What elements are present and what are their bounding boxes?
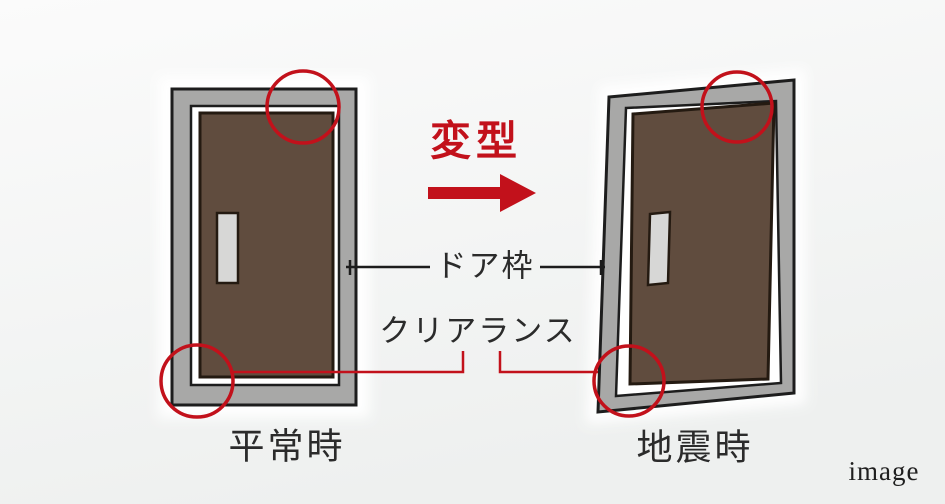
leader-line-left [230, 351, 465, 374]
highlight-circle-left-bottom [159, 343, 235, 419]
door-handle [215, 211, 240, 285]
leader-line-right [498, 351, 598, 374]
doorframe-leader [346, 260, 605, 275]
deformation-arrow-icon [428, 174, 536, 212]
highlight-circle-left-top [265, 69, 341, 145]
highlight-circle-right-bottom [592, 344, 666, 418]
earthquake-state-caption: 地震時 [636, 427, 753, 468]
clearance-label: クリアランス [379, 314, 576, 349]
door-handle [646, 210, 672, 287]
deformation-label: 変型 [430, 118, 522, 164]
doorframe-label: ドア枠 [436, 249, 535, 284]
door-panel [628, 101, 776, 386]
highlight-circle-right-top [700, 70, 774, 144]
clearance-leader [230, 351, 598, 374]
right-door [586, 68, 806, 424]
normal-state-caption: 平常時 [228, 426, 345, 467]
left-door [158, 76, 370, 418]
image-watermark: image [849, 456, 920, 486]
